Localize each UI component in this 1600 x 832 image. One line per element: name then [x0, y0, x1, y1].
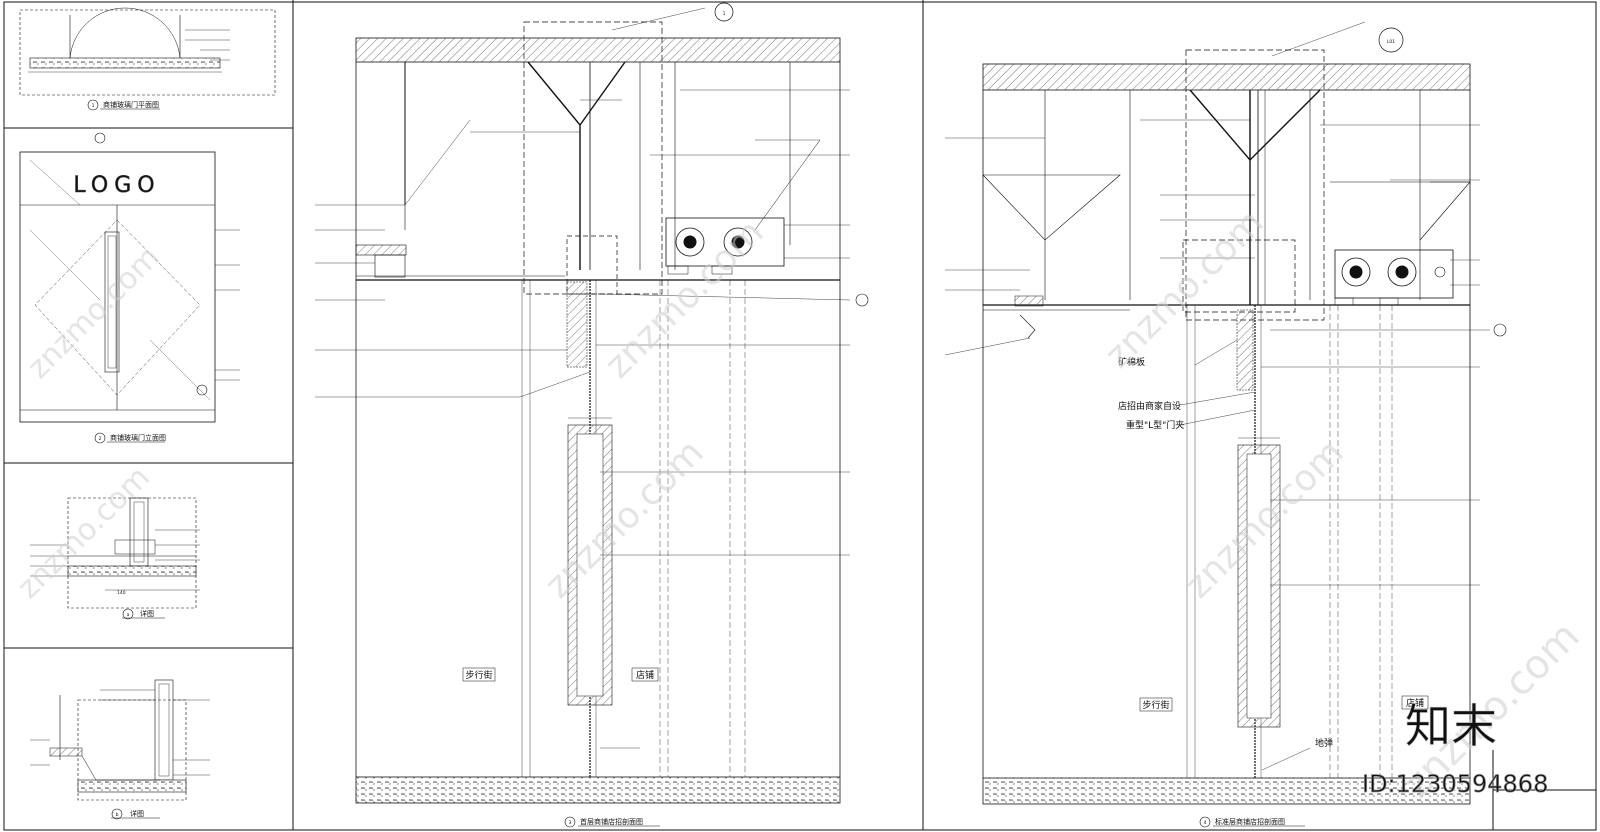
p4-label-floor-spring: 地弹 — [1315, 737, 1333, 749]
panel-3-title: 首层商铺店招剖面图 — [580, 817, 643, 826]
svg-text:步行街: 步行街 — [1142, 699, 1169, 711]
p4-label-mineral-board: 矿棉板 — [1118, 356, 1145, 368]
zone-label-left-3: 步行街 — [462, 667, 496, 682]
panel-1-title: 商铺玻璃门平面图 — [103, 100, 159, 109]
panel-a-num: a — [127, 613, 130, 618]
panel-door-elevation — [19, 132, 240, 444]
svg-text:znzmo.com: znzmo.com — [21, 240, 167, 386]
door-logo: LOGO — [73, 173, 160, 198]
panel-a-title: 详图 — [140, 609, 154, 618]
watermark-id: ID:1230594868 — [1362, 770, 1548, 798]
panel-2-title: 商铺玻璃门立面图 — [110, 433, 166, 442]
panel-section-4 — [944, 21, 1507, 828]
zone-label-right-4: 店铺 — [1401, 695, 1429, 710]
panel-detail-b — [30, 679, 210, 820]
zone-label-right-3: 店铺 — [631, 667, 659, 682]
svg-text:步行街: 步行街 — [465, 669, 492, 681]
panel-1-num: 1 — [92, 103, 95, 109]
zone-label-left-4: 步行街 — [1139, 697, 1173, 712]
sheet-frame — [3, 0, 1597, 831]
watermark-brand: 知末 — [1405, 699, 1497, 753]
svg-text:znzmo.com: znzmo.com — [11, 460, 157, 606]
svg-text:店铺: 店铺 — [636, 669, 654, 681]
panel-3-callout: 1 — [723, 11, 726, 17]
p4-label-door-clamp: 重型"L型"门夹 — [1126, 419, 1184, 431]
detail-a-dim: 140 — [117, 590, 126, 596]
panel-3-num: 3 — [569, 820, 572, 826]
panel-4-callout: L01 — [1387, 39, 1395, 45]
panel-4-title: 标准层商铺店招剖面图 — [1215, 817, 1285, 826]
svg-text:店铺: 店铺 — [1406, 697, 1424, 709]
panel-door-plan — [19, 7, 276, 111]
panel-2-num: 2 — [99, 436, 102, 442]
panel-b-num: b — [116, 812, 119, 818]
svg-text:znzmo.com: znzmo.com — [537, 432, 711, 606]
watermark-layer: znzmo.com znzmo.com znzmo.com znzmo.com … — [11, 202, 1589, 807]
panel-4-num: 4 — [1204, 820, 1207, 826]
p4-label-signboard: 店招由商家自设 — [1118, 400, 1181, 412]
panel-detail-a — [30, 497, 200, 620]
panel-section-3 — [315, 2, 869, 828]
panel-b-title: 详图 — [130, 809, 144, 818]
svg-text:znzmo.com: znzmo.com — [597, 212, 771, 386]
